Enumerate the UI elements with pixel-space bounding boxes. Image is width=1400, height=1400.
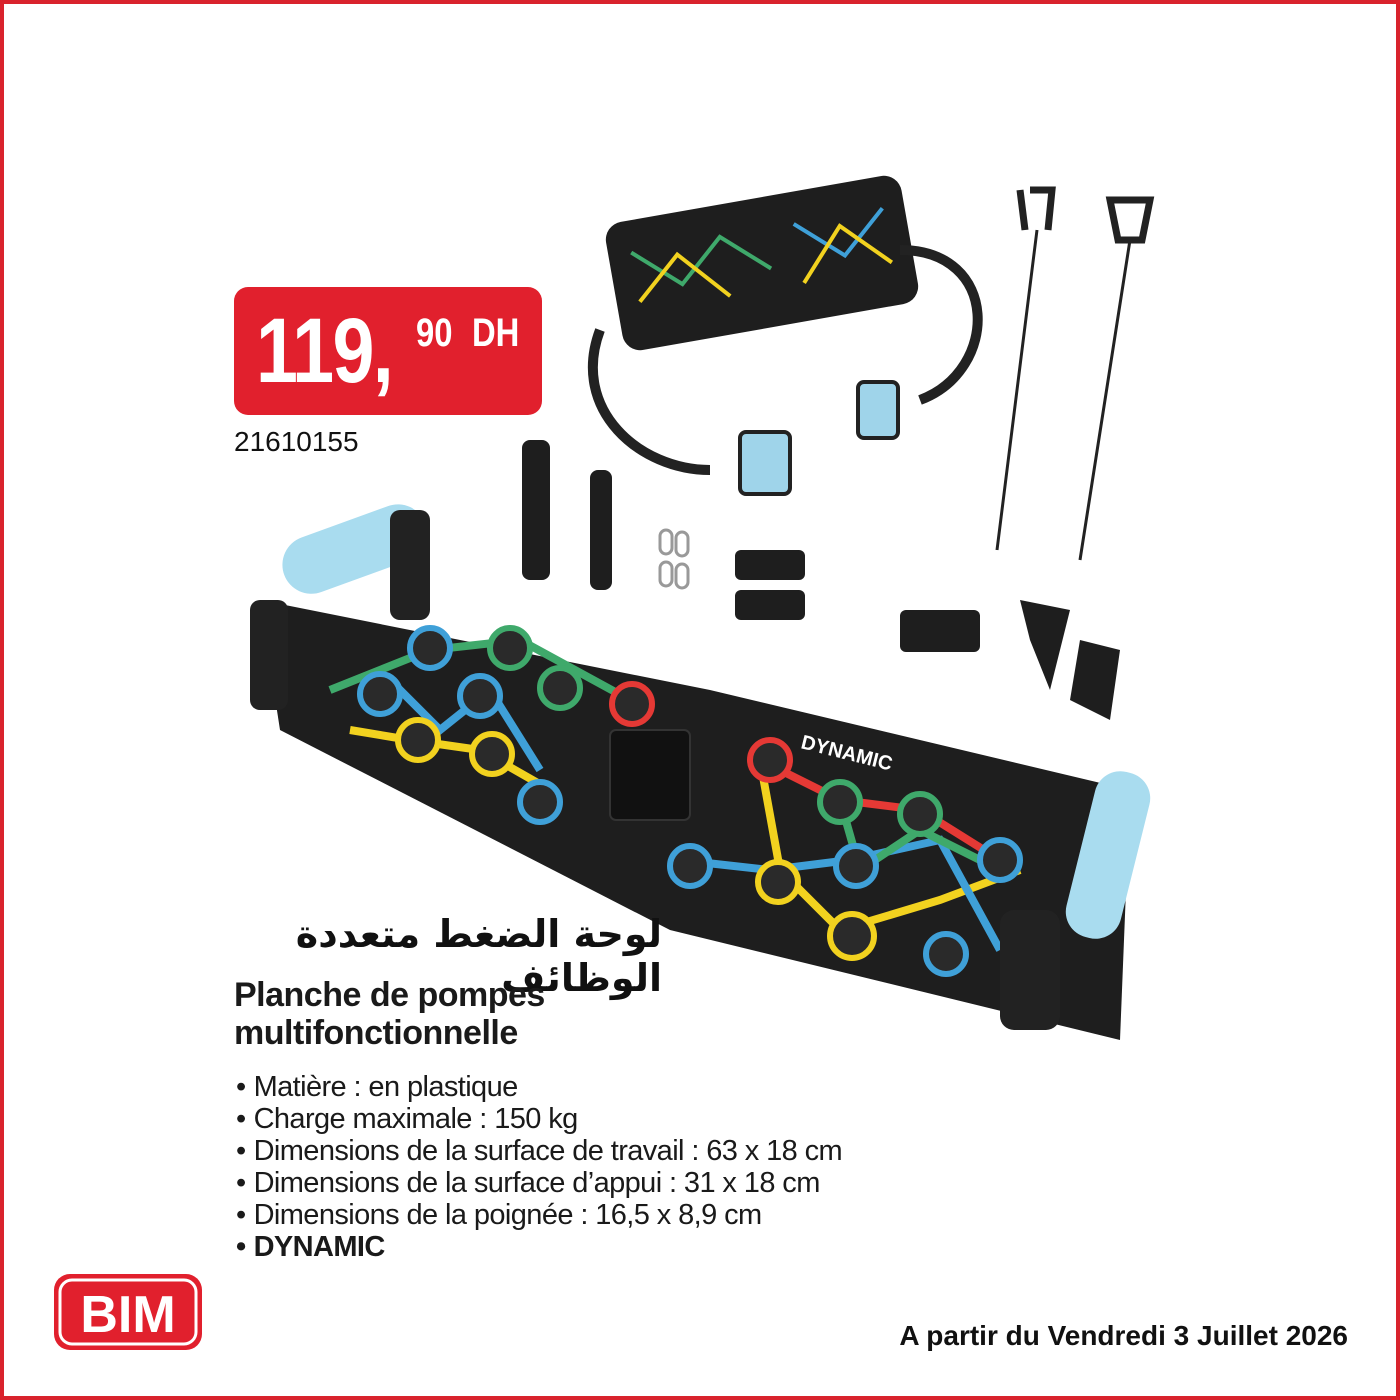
strap-accessories [522, 440, 1120, 720]
product-sku: 21610155 [234, 426, 359, 457]
product-title-arabic: لوحة الضغط متعددة الوظائف [295, 912, 662, 1000]
long-handle-cables [995, 186, 1155, 561]
spec-item-brand: DYNAMIC [236, 1231, 842, 1263]
product-title-line-1: Planche de pompes [234, 976, 545, 1014]
product-title-french: Planche de pompes multifonctionnelle [234, 976, 545, 1052]
price-decimals: 90 [416, 311, 453, 355]
spec-item: Dimensions de la poignée : 16,5 x 8,9 cm [236, 1199, 842, 1231]
price-integer: 119, [256, 300, 394, 402]
spec-item: Dimensions de la surface de travail : 63… [236, 1135, 843, 1167]
main-pushup-board: DYNAMIC [250, 504, 1151, 1040]
bim-logo-text: BIM [80, 1286, 175, 1344]
product-title-line-2: multifonctionnelle [234, 1014, 518, 1052]
spec-item: Matière : en plastique [236, 1071, 842, 1103]
price-currency: DH [472, 311, 520, 355]
folded-board-image [588, 175, 983, 496]
spec-list: Matière : en plastique Charge maximale :… [236, 1071, 843, 1263]
availability-date: A partir du Vendredi 3 Juillet 2026 [899, 1320, 1348, 1351]
spec-item: Charge maximale : 150 kg [236, 1103, 842, 1135]
product-image: DYNAMIC [250, 175, 1155, 1040]
spec-item: Dimensions de la surface d’appui : 31 x … [236, 1167, 842, 1199]
bim-logo: BIM [54, 1274, 202, 1350]
carabiner-clips [658, 528, 690, 590]
